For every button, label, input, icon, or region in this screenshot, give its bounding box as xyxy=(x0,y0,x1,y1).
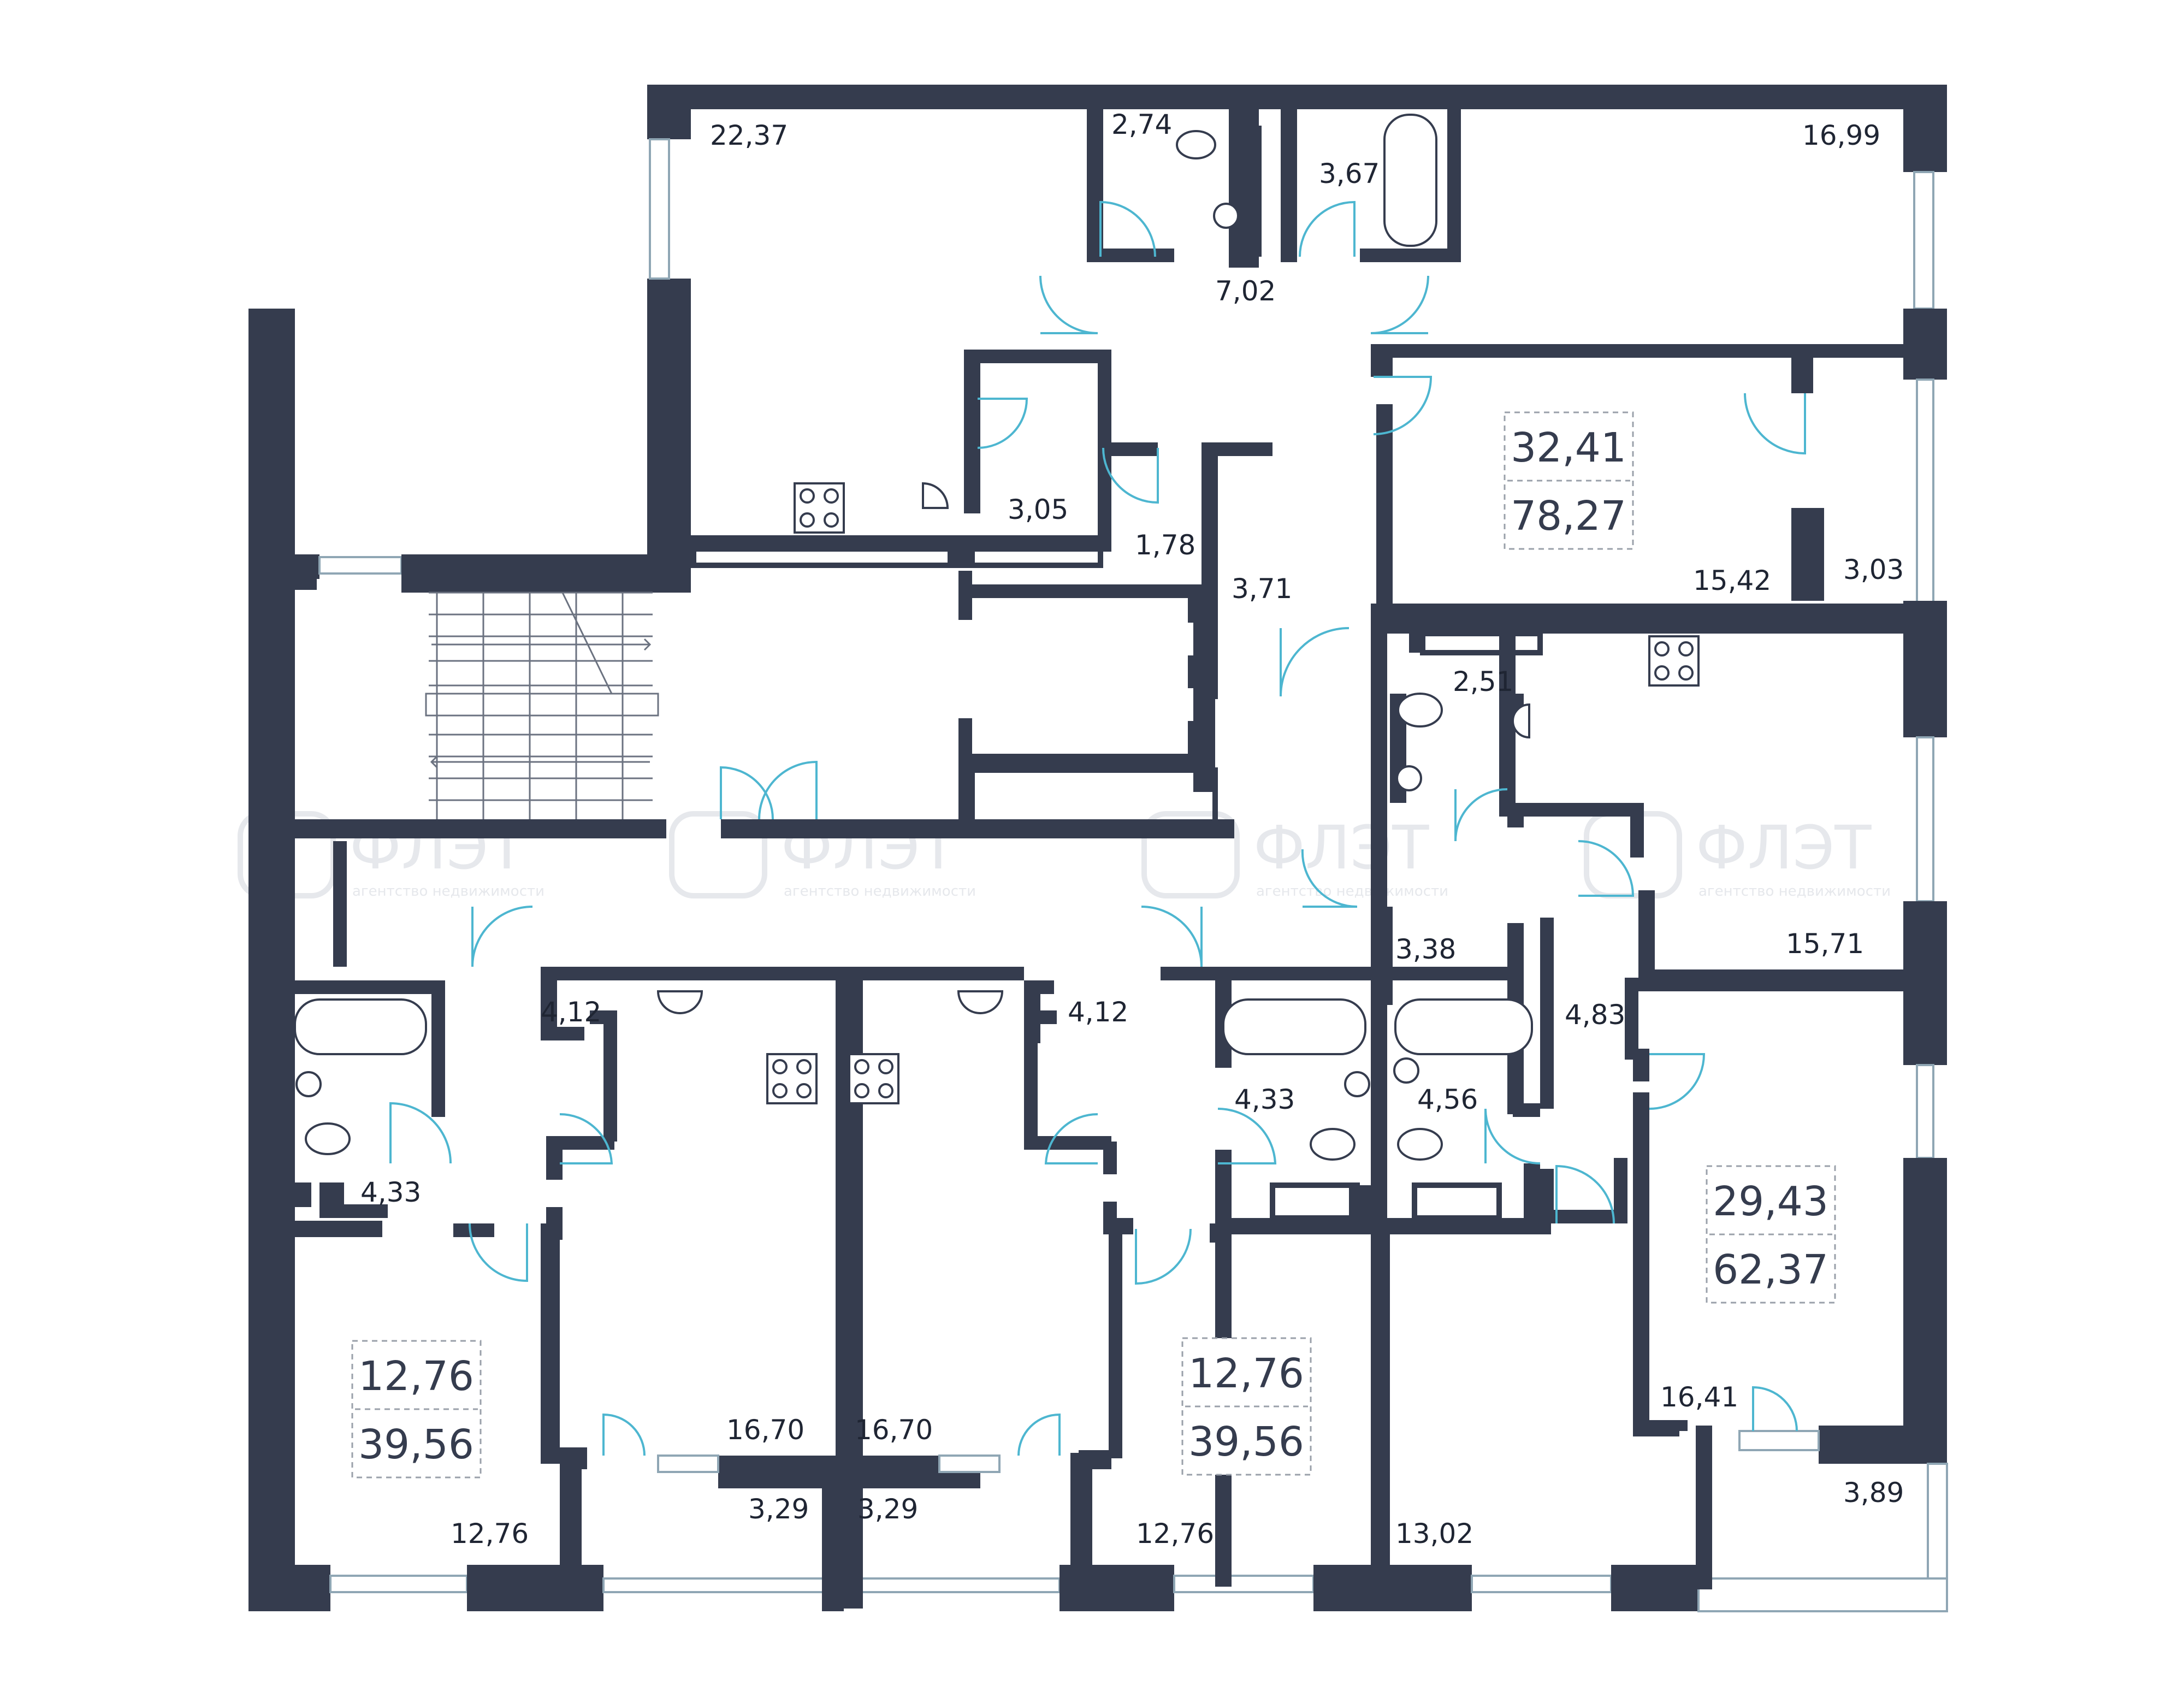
watermark-sub: агентство недвижимости xyxy=(352,883,544,900)
room-area: 16,70 xyxy=(726,1414,804,1446)
room-area: 12,76 xyxy=(1136,1518,1214,1550)
window xyxy=(1173,1575,1315,1593)
apartment-summary-3: 12,76 39,56 xyxy=(351,1340,482,1479)
room-area: 3,38 xyxy=(1395,933,1456,965)
interior-walls xyxy=(292,109,1947,1609)
bathtub-icon xyxy=(1222,998,1366,1055)
sink-icon xyxy=(656,990,703,1014)
window xyxy=(329,1575,468,1593)
sink-icon xyxy=(1512,703,1530,739)
window xyxy=(649,138,670,280)
window xyxy=(1916,736,1934,902)
window xyxy=(1916,379,1934,605)
bathtub-icon xyxy=(1394,998,1533,1055)
apartment-living-area: 12,76 xyxy=(1188,1350,1304,1397)
window xyxy=(1697,1577,1948,1612)
outer-walls xyxy=(248,85,1948,1612)
watermark-sub: агентство недвижимости xyxy=(784,883,976,900)
room-area: 15,71 xyxy=(1786,928,1864,960)
room-area: 3,29 xyxy=(857,1493,918,1525)
apartment-living-area: 29,43 xyxy=(1713,1178,1828,1225)
room-area: 2,51 xyxy=(1453,666,1513,697)
room-area: 4,33 xyxy=(1234,1084,1295,1115)
sink-icon xyxy=(1393,1057,1419,1084)
room-area: 3,89 xyxy=(1843,1477,1904,1509)
stove-icon xyxy=(794,482,845,534)
room-area: 3,03 xyxy=(1843,554,1904,586)
toilet-icon xyxy=(1397,1128,1443,1161)
watermark-brand: ФЛЭТ xyxy=(1696,813,1872,883)
window xyxy=(1738,1430,1820,1451)
room-area: 16,99 xyxy=(1802,120,1880,151)
toilet-icon xyxy=(1176,130,1216,159)
stove-icon xyxy=(766,1053,818,1104)
room-area: 4,83 xyxy=(1565,999,1625,1031)
apartment-summary-2: 29,43 62,37 xyxy=(1706,1165,1836,1304)
sink-icon xyxy=(957,990,1004,1014)
room-area: 3,71 xyxy=(1232,573,1292,605)
stove-icon xyxy=(1648,635,1700,687)
room-area: 7,02 xyxy=(1215,275,1276,307)
watermark-3: ФЛЭТ агентство недвижимости xyxy=(1141,811,1448,900)
staircase xyxy=(425,592,659,819)
apartment-summary-4: 12,76 39,56 xyxy=(1181,1337,1312,1476)
apartment-total-area: 62,37 xyxy=(1713,1246,1828,1293)
apartment-total-area: 39,56 xyxy=(1188,1418,1304,1465)
apartment-living-area: 32,41 xyxy=(1511,424,1626,471)
sink-icon xyxy=(922,482,949,509)
sink-icon xyxy=(295,1071,322,1097)
sink-icon xyxy=(1344,1071,1370,1097)
sink-icon xyxy=(1396,765,1422,791)
room-area: 4,12 xyxy=(1068,996,1128,1028)
apartment-total-area: 39,56 xyxy=(358,1421,474,1468)
room-area: 16,70 xyxy=(855,1414,933,1446)
watermark-sub: агентство недвижимости xyxy=(1256,883,1448,900)
room-area: 15,42 xyxy=(1693,565,1771,596)
doors xyxy=(389,200,1806,1456)
bathtub-icon xyxy=(294,998,427,1055)
room-area: 12,76 xyxy=(451,1518,529,1550)
window xyxy=(1916,1064,1934,1159)
toilet-icon xyxy=(305,1122,351,1155)
watermark-brand: ФЛЭТ xyxy=(1253,813,1429,883)
room-area: 4,12 xyxy=(541,996,601,1028)
apartment-total-area: 78,27 xyxy=(1511,493,1626,540)
room-area: 4,33 xyxy=(360,1176,421,1208)
window xyxy=(938,1454,1001,1473)
room-area: 22,37 xyxy=(710,120,788,151)
room-area: 2,74 xyxy=(1111,109,1172,140)
flat-logo-icon xyxy=(1141,811,1240,898)
room-area: 3,67 xyxy=(1319,158,1380,190)
room-labels: 22,37 2,74 3,67 16,99 7,02 3,05 1,78 3,7… xyxy=(360,109,1904,1550)
toilet-icon xyxy=(1310,1128,1356,1161)
window xyxy=(657,1454,719,1473)
room-area: 3,05 xyxy=(1008,494,1068,525)
apartment-living-area: 12,76 xyxy=(358,1353,474,1400)
room-area: 13,02 xyxy=(1395,1518,1473,1550)
room-area: 3,29 xyxy=(748,1493,809,1525)
sink-icon xyxy=(1213,203,1239,229)
window xyxy=(1471,1575,1612,1593)
room-area: 1,78 xyxy=(1135,529,1195,561)
window xyxy=(318,556,403,575)
bathtub-icon xyxy=(1383,114,1437,247)
flat-logo-icon xyxy=(669,811,767,898)
apartment-summary-1: 32,41 78,27 xyxy=(1504,411,1634,550)
room-area: 4,56 xyxy=(1417,1084,1478,1115)
fixtures xyxy=(294,114,1700,1161)
watermark-sub: агентство недвижимости xyxy=(1698,883,1891,900)
toilet-icon xyxy=(1397,693,1443,728)
window xyxy=(1913,171,1934,310)
stove-icon xyxy=(848,1053,899,1104)
room-area: 16,41 xyxy=(1660,1381,1738,1413)
